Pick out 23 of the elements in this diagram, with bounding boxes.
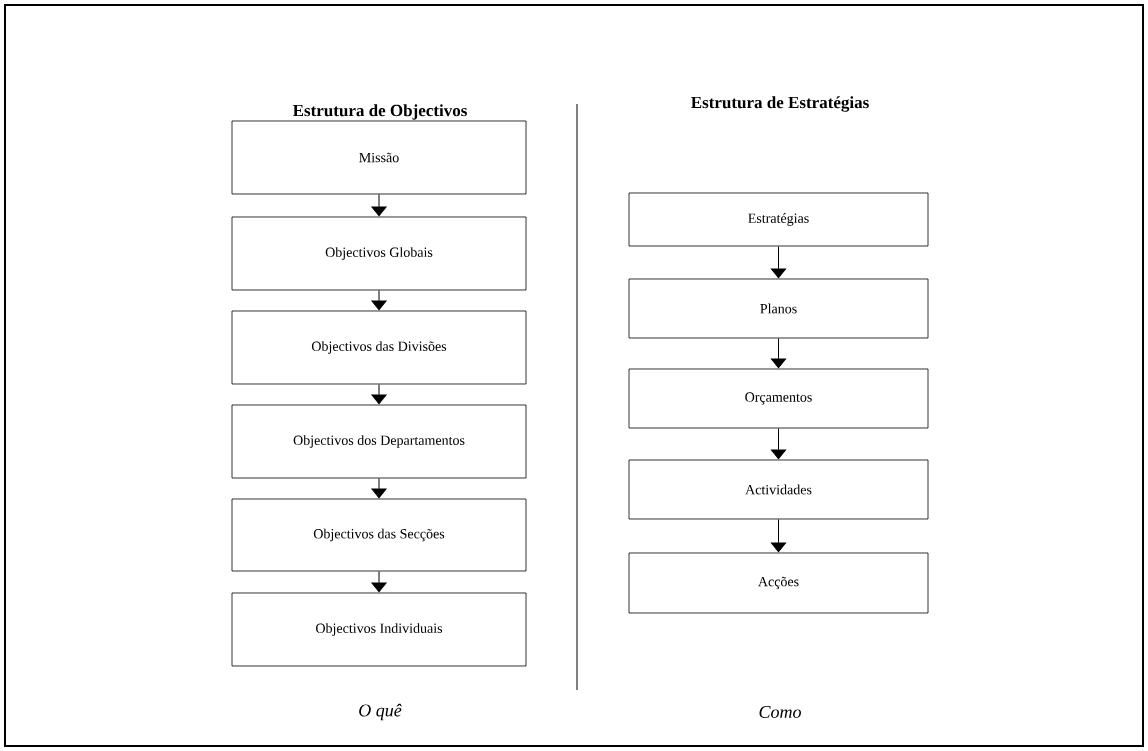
column-caption: O quê (359, 703, 402, 721)
arrow (371, 477, 387, 499)
process-box: Missão (231, 120, 527, 195)
process-box: Actividades (628, 459, 929, 520)
arrow (770, 245, 787, 279)
process-box: Objectivos dos Departamentos (231, 404, 527, 479)
process-box: Planos (628, 278, 929, 339)
process-box: Objectivos Individuais (231, 592, 527, 667)
arrow (371, 570, 387, 593)
arrow (770, 427, 787, 460)
heading: Estrutura de Estratégias (691, 96, 869, 112)
process-box: Objectivos das Secções (231, 498, 527, 572)
arrow (371, 193, 387, 217)
process-box: Estratégias (628, 192, 929, 247)
arrow (371, 383, 387, 405)
process-box: Orçamentos (628, 368, 929, 429)
arrow (770, 518, 787, 553)
process-box: Objectivos das Divisões (231, 310, 527, 385)
arrow (770, 337, 787, 369)
process-box: Objectivos Globais (231, 216, 527, 291)
arrow (371, 289, 387, 311)
column-caption: Como (759, 705, 801, 719)
process-box: Acções (628, 552, 929, 614)
